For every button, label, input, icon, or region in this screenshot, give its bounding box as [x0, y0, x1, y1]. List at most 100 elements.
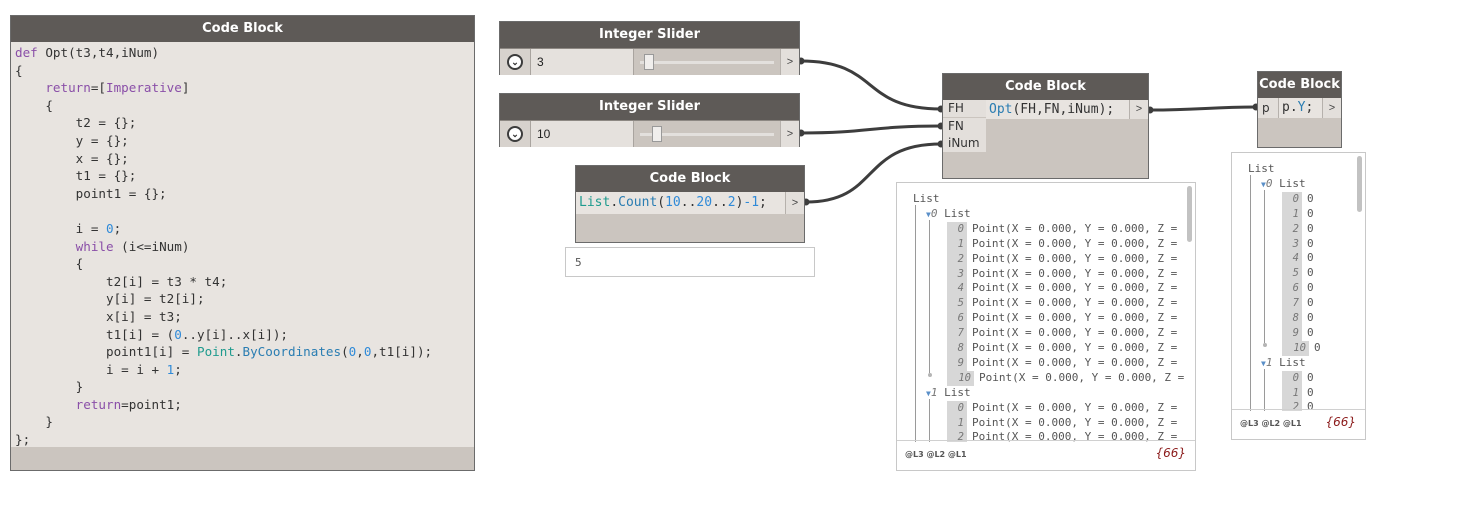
item-count: {66}	[1325, 415, 1356, 429]
node-title[interactable]: Integer Slider	[500, 22, 799, 48]
slider-track[interactable]	[634, 121, 780, 147]
code-block-opt-call[interactable]: Code Block FH FN iNum Opt(FH,FN,iNum); >	[942, 73, 1149, 179]
code-line: y = {};	[15, 132, 474, 150]
scrollbar[interactable]	[1187, 186, 1192, 242]
code-token: )	[735, 195, 744, 210]
integer-slider-1[interactable]: Integer Slider ⌄ 3 >	[499, 21, 800, 75]
output-port[interactable]: >	[1322, 98, 1341, 118]
item-value: 0	[1307, 400, 1314, 411]
code-line[interactable]: p.Y;	[1279, 98, 1322, 118]
code-line: {	[15, 97, 474, 115]
input-port-fn[interactable]: FN	[943, 118, 986, 135]
output-port[interactable]: >	[780, 49, 799, 75]
item-index: 10	[947, 370, 974, 386]
sublist-header[interactable]: ▼1 List	[926, 385, 971, 400]
slider-thumb[interactable]	[652, 126, 663, 142]
collapse-triangle-icon[interactable]: ▼	[1261, 179, 1266, 189]
integer-slider-2[interactable]: Integer Slider ⌄ 10 >	[499, 93, 800, 147]
code-line: point1[i] = Point.ByCoordinates(0,0,t1[i…	[15, 343, 474, 361]
tree-line	[915, 205, 916, 442]
code-line: x = {};	[15, 150, 474, 168]
code-token: return	[45, 80, 91, 96]
item-index: 4	[1282, 251, 1302, 267]
node-title[interactable]: Code Block	[576, 166, 804, 192]
code-line[interactable]: List.Count(10..20..2)-1;	[576, 192, 785, 214]
input-port-inum[interactable]: iNum	[943, 135, 986, 152]
item-index: 0	[947, 221, 967, 237]
list-root-label: List	[1248, 162, 1275, 175]
input-port-p[interactable]: p	[1258, 98, 1279, 118]
scrollbar[interactable]	[1357, 156, 1362, 212]
tree-end-dot	[1262, 342, 1267, 347]
item-index: 3	[1282, 236, 1302, 252]
code-line: t1 = {};	[15, 167, 474, 185]
list-levels[interactable]: @L3 @L2 @L1	[1240, 419, 1302, 428]
code-line: return=[Imperative]	[15, 79, 474, 97]
slider-expand-button[interactable]: ⌄	[500, 49, 531, 75]
sublist-header[interactable]: ▼1 List	[1261, 355, 1306, 370]
code-block-opt-definition[interactable]: Code Block def Opt(t3,t4,iNum){ return=[…	[10, 15, 475, 471]
code-token: {	[15, 62, 23, 78]
code-token: .	[234, 344, 243, 360]
node-title[interactable]: Code Block	[11, 16, 474, 42]
output-port[interactable]: >	[1129, 100, 1148, 119]
code-token: {	[15, 256, 84, 272]
slider-thumb[interactable]	[643, 54, 654, 70]
collapse-triangle-icon[interactable]: ▼	[926, 209, 931, 219]
tree-line	[929, 219, 930, 373]
item-index: 0	[1282, 191, 1302, 207]
slider-expand-button[interactable]: ⌄	[500, 121, 531, 147]
code-editor[interactable]: def Opt(t3,t4,iNum){ return=[Imperative]…	[11, 42, 474, 447]
wire-opt-to-p[interactable]	[1149, 105, 1257, 112]
sublist-header[interactable]: ▼0 List	[926, 206, 971, 221]
node-title[interactable]: Code Block	[1258, 72, 1341, 98]
code-block-p-y[interactable]: Code Block p p.Y; >	[1257, 71, 1342, 148]
code-token: 0	[363, 344, 372, 360]
item-value: 0	[1307, 206, 1314, 220]
code-token: ,t1[i]);	[371, 344, 433, 360]
code-token: 0	[106, 220, 114, 236]
wire-slider2-to-fn[interactable]	[800, 124, 942, 135]
list-levels[interactable]: @L3 @L2 @L1	[905, 450, 967, 459]
output-port[interactable]: >	[785, 192, 804, 214]
item-count: {66}	[1155, 446, 1186, 460]
code-block-list-count[interactable]: Code Block List.Count(10..20..2)-1; >	[575, 165, 805, 243]
code-token	[15, 239, 76, 254]
code-token: ..y[i]..x[i]);	[181, 326, 288, 342]
collapse-triangle-icon[interactable]: ▼	[1261, 358, 1266, 368]
collapse-triangle-icon[interactable]: ▼	[926, 388, 931, 398]
node-title[interactable]: Integer Slider	[500, 94, 799, 120]
item-value: 0	[1307, 296, 1314, 310]
output-port[interactable]: >	[780, 121, 799, 147]
slider-value[interactable]: 10	[531, 121, 634, 147]
code-line[interactable]: Opt(FH,FN,iNum);	[986, 100, 1129, 119]
code-line: def Opt(t3,t4,iNum)	[15, 44, 474, 62]
slider-track[interactable]	[634, 49, 780, 75]
node-title[interactable]: Code Block	[943, 74, 1148, 100]
code-token: while	[75, 238, 114, 254]
item-index: 9	[947, 355, 967, 371]
wire-slider1-to-fh[interactable]	[800, 59, 942, 111]
slider-value[interactable]: 3	[531, 49, 634, 75]
sublist-label: List	[1272, 176, 1306, 190]
tree-line	[1264, 189, 1265, 343]
code-token: return	[75, 396, 122, 412]
sublist-header[interactable]: ▼0 List	[1261, 176, 1306, 191]
input-port-fh[interactable]: FH	[943, 100, 986, 118]
